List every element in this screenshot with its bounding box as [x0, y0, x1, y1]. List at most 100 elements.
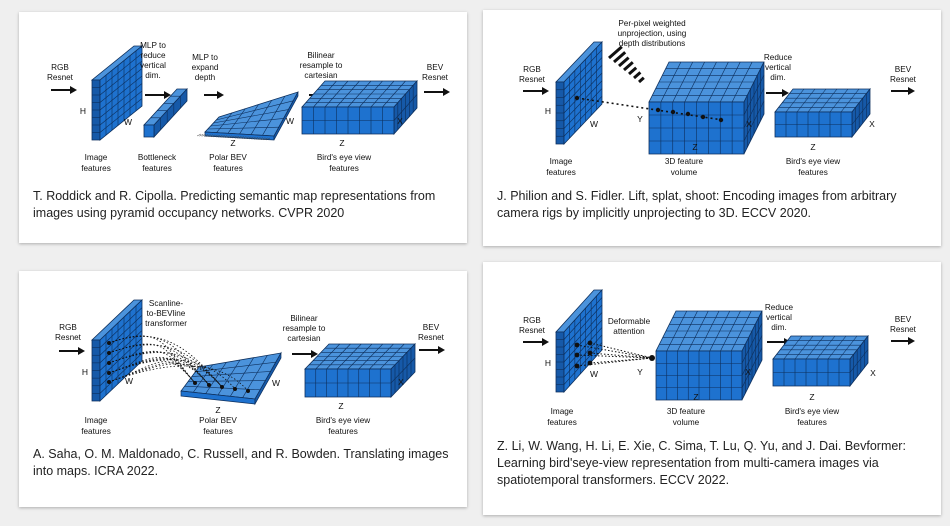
polar-bev-label-line: features: [213, 164, 243, 173]
mlp-reduce-label-line: vertical: [140, 61, 166, 70]
polar-bev-top-gridline: [213, 109, 289, 124]
rgb-resnet-label-line: RGB: [523, 316, 541, 325]
z-axis-label: Z: [692, 142, 697, 152]
volume-label-line: volume: [671, 168, 698, 177]
z-axis-label: Z: [339, 138, 344, 148]
image-features-label-line: Image: [85, 153, 108, 162]
image-features-block-side-gridline: [99, 307, 143, 348]
source-point: [107, 351, 111, 355]
image-features-label-line: features: [81, 427, 111, 436]
arrow-bev-head: [311, 350, 318, 358]
bilinear-label-line: resample to: [283, 324, 326, 333]
image-features-block-side-gridline: [99, 75, 143, 111]
polar-hatch: [249, 136, 254, 140]
rgb-resnet-label-line: Resnet: [55, 333, 82, 342]
reduce-vertical-label-line: Reduce: [764, 53, 793, 62]
deformable-label-line: attention: [613, 327, 645, 336]
image-features-block-side-gridline: [99, 90, 143, 126]
rgb-resnet-label-line: Resnet: [47, 73, 74, 82]
w-axis-label: W: [272, 378, 280, 388]
birds-eye-block-top-gridline: [827, 335, 847, 360]
birds-eye-block-top-gridline: [816, 335, 836, 360]
attention-curve: [108, 365, 249, 392]
bev-resnet-label-line: BEV: [427, 63, 444, 72]
polar-bev-top: [180, 352, 282, 400]
polar-hatch: [237, 136, 242, 139]
polar-hatch: [232, 135, 237, 139]
bev-resnet-label-line: Resnet: [418, 333, 445, 342]
ray-point: [718, 117, 724, 123]
feature-volume-block-side-gridline: [743, 100, 765, 142]
image-features-block-side-gridline: [563, 297, 603, 340]
rgb-resnet-label-line: Resnet: [519, 75, 546, 84]
image-features-block-side-gridline: [563, 72, 603, 114]
birds-eye-label-line: features: [798, 168, 828, 177]
bev-resnet-label-line: Resnet: [890, 325, 917, 334]
mlp-expand-label-line: expand: [192, 63, 219, 72]
bilinear-label-line: cartesian: [304, 71, 338, 80]
bottleneck-label-line: features: [142, 164, 172, 173]
feature-volume-block-side-gridline: [741, 347, 763, 388]
sample-point: [587, 350, 593, 356]
attention-curve: [108, 352, 223, 388]
polar-hatch: [261, 137, 266, 140]
polar-bev-top-gridline: [188, 380, 266, 382]
polar-hatch: [215, 134, 221, 138]
x-axis-label: X: [869, 119, 875, 129]
bev-resnet-label-line: BEV: [895, 65, 912, 74]
panel-caption: Z. Li, W. Wang, H. Li, E. Xie, C. Sima, …: [497, 439, 906, 487]
polar-hatch: [206, 134, 211, 137]
input-arrow-head: [542, 338, 549, 346]
bev-resnet-label-line: BEV: [423, 323, 440, 332]
volume-label-line: 3D feature: [665, 157, 704, 166]
arrow-polar-head: [217, 91, 224, 99]
polar-bev-label-line: Polar BEV: [209, 153, 247, 162]
z-axis-label: Z: [809, 392, 814, 402]
birds-eye-label-line: features: [797, 418, 827, 427]
birds-eye-block-side-gridline: [849, 349, 869, 373]
w-axis-label: W: [125, 376, 133, 386]
scanline-label-line: transformer: [145, 319, 187, 328]
polar-hatch: [263, 137, 268, 141]
image-features-block-side-gridline: [563, 80, 603, 121]
depth-bar: [638, 76, 645, 84]
image-features-block-side-gridline: [99, 68, 143, 103]
polar-hatch: [246, 136, 252, 140]
z-axis-label: Z: [810, 142, 815, 152]
image-features-block-side-gridline: [563, 49, 603, 90]
polar-hatch: [256, 137, 261, 140]
deformable-label-line: Deformable: [608, 317, 651, 326]
bilinear-label-line: resample to: [300, 61, 343, 70]
rgb-resnet-label-line: RGB: [51, 63, 69, 72]
image-features-block-side-gridline: [563, 304, 603, 348]
depth-bar: [623, 61, 634, 72]
image-features-block-side-gridline: [99, 322, 143, 364]
output-arrow-head: [908, 337, 915, 345]
polar-bev-top-gridline: [239, 104, 259, 135]
input-arrow-head: [542, 87, 549, 95]
x-axis-label: X: [746, 119, 752, 129]
output-arrow-head: [438, 346, 445, 354]
polar-hatch: [234, 135, 240, 139]
bottleneck-label-line: Bottleneck: [138, 153, 177, 162]
unprojection-label-line: depth distributions: [619, 39, 685, 48]
birds-eye-label-line: Bird's eye view: [785, 407, 839, 416]
birds-eye-label-line: Bird's eye view: [316, 416, 370, 425]
z-axis-label: Z: [230, 138, 235, 148]
arrow-reduce-head: [782, 89, 789, 97]
w-axis-label: W: [590, 119, 598, 129]
z-axis-label: Z: [215, 405, 220, 415]
feature-volume-block-side-gridline: [743, 87, 765, 129]
volume-label-line: volume: [673, 418, 700, 427]
